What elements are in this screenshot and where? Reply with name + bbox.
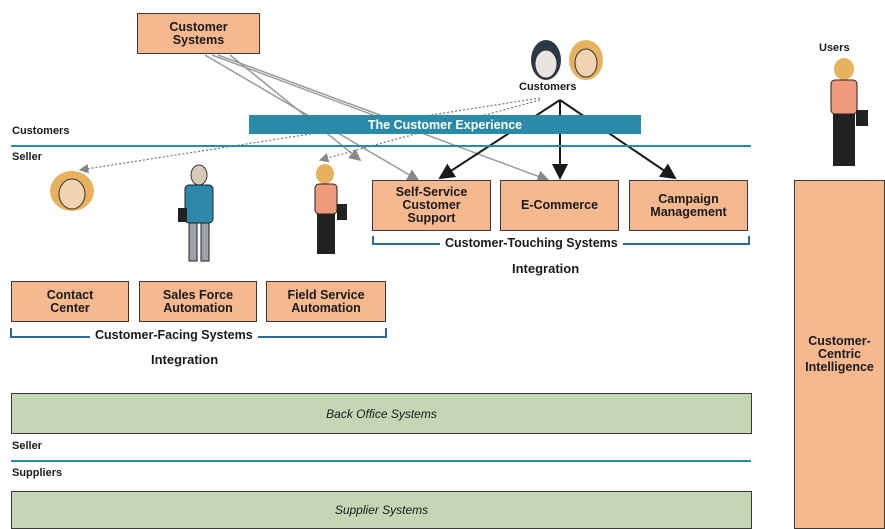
arrow-selfservice [438, 99, 561, 180]
sales-force-automation-box: Sales Force Automation [139, 281, 257, 322]
customer-facing-systems-label: Customer-Facing Systems [90, 328, 258, 342]
woman-head-icon [50, 171, 94, 211]
field-service-automation-box: Field Service Automation [266, 281, 386, 322]
campaign-label: Campaign Management [650, 191, 727, 219]
facing-integration-label: Integration [151, 352, 219, 367]
seller-top-label: Seller [12, 151, 42, 163]
suppliers-label: Suppliers [12, 467, 63, 479]
back-office-label: Back Office Systems [326, 406, 437, 421]
contact-center-box: Contact Center [11, 281, 129, 322]
customers-people-icon [531, 40, 603, 80]
self-service-customer-support-box: Self-Service Customer Support [372, 180, 491, 231]
self-service-label: Self-Service Customer Support [395, 185, 468, 225]
customers-top-label: Customers [519, 81, 577, 93]
salesman-figure-icon [178, 164, 214, 262]
customer-experience-banner: The Customer Experience [249, 115, 641, 134]
customer-centric-intelligence-box: Customer-Centric Intelligence [794, 180, 885, 529]
campaign-management-box: Campaign Management [629, 180, 748, 231]
user-woman-figure-icon [830, 58, 868, 166]
dotted-line-1 [78, 97, 541, 174]
customer-touching-systems-label: Customer-Touching Systems [440, 236, 623, 250]
customers-line-label: Customers [12, 125, 70, 137]
seller-suppliers-divider [11, 460, 751, 462]
field-service-label: Field Service Automation [287, 287, 365, 315]
seller-bottom-label: Seller [12, 440, 42, 452]
contact-center-label: Contact Center [46, 287, 94, 315]
supplier-systems-label: Supplier Systems [334, 503, 429, 517]
woman-figure-icon [314, 164, 347, 254]
intelligence-label: Customer-Centric Intelligence [805, 334, 874, 374]
users-label: Users [819, 42, 850, 54]
customer-systems-label: Customer Systems [169, 19, 228, 47]
customers-seller-divider [11, 145, 751, 147]
sales-force-label: Sales Force Automation [162, 287, 234, 315]
customer-experience-label: The Customer Experience [367, 117, 523, 132]
touching-integration-label: Integration [512, 261, 580, 276]
supplier-systems-bar: Supplier Systems [11, 491, 752, 529]
customer-systems-box: Customer Systems [137, 13, 260, 54]
ecommerce-label: E-Commerce [520, 198, 599, 212]
arrow-campaign [559, 99, 677, 180]
e-commerce-box: E-Commerce [500, 180, 619, 231]
back-office-systems-bar: Back Office Systems [11, 393, 752, 434]
